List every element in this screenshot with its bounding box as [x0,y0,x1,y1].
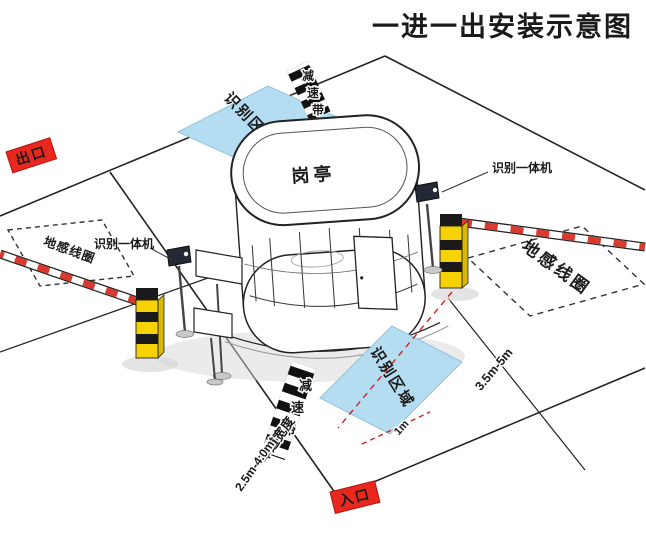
window-rail [244,251,419,274]
display-board-2 [193,307,233,339]
left-camera-lens [183,251,189,257]
booth-roof-inner [242,126,408,214]
lane-width-dimension: 车道宽度 2.5m-4.0m [231,412,300,496]
speed-bump-bottom-label: 减速带 [283,378,312,437]
booth-platform-outer [224,325,449,359]
window-mullion [269,238,275,307]
right-barrier-gate [439,214,646,289]
speed-bump-top-label: 减速带 [302,68,324,117]
diagram-title: 一进一出安装示意图 [372,11,633,42]
window-mullion [298,232,306,308]
left-camera-pole [177,265,187,333]
booth-platform-inner [232,321,441,352]
speed-bump-top: 减速带 [286,61,331,121]
entry-lane-edge [447,297,586,471]
right-barrier-cabinet-cap [440,214,462,226]
speed-bump-bottom: 减速带 [261,360,316,461]
left-camera-label: 识别一体机 [94,236,154,251]
window-mullion [251,245,257,302]
display-base-1 [212,372,232,380]
boundary-ne [384,55,646,191]
exit-lane-edge [0,267,237,353]
left-barrier-cabinet-body [135,299,159,359]
booth-door-frame [353,235,398,311]
window-mullion [328,227,336,308]
window-sill [249,283,418,307]
left-barrier-gate [0,249,165,359]
recognition-zone-bottom: 识别区域 1m [319,291,463,445]
booth-roof-outer [230,114,421,227]
ground-coil-right-label: 地感线圈 [518,236,594,299]
speed-bump-bottom-stripes [261,360,316,461]
entrance-badge: 入口 [329,480,381,514]
recognition-zone-bottom-area [319,325,463,435]
exit-badge: 出口 [5,137,58,174]
guard-booth: 岗亭 [224,114,449,359]
display-pole-2 [210,337,216,381]
right-barrier-arm-stripes [458,218,646,251]
display-base-2 [206,378,224,386]
right-barrier-cabinet-side [461,220,469,289]
right-barrier-cabinet-body [439,225,463,289]
booth-door [353,235,398,311]
left-barrier-shadow [122,356,178,372]
booth-wall-left [234,192,245,307]
left-camera-leader-line [149,247,173,261]
ground-coil-left-label: 地感线圈 [42,233,98,266]
right-camera-base [423,266,443,274]
window-mullion [407,234,413,293]
booth-desk [290,250,344,268]
left-barrier-cabinet-cap [136,288,158,300]
right-camera-leader-line [441,171,489,193]
display-boards [193,249,243,386]
booth-label: 岗亭 [291,162,336,186]
left-barrier-arm-stripes [0,250,142,306]
coil-distance-label: 3.5m-5m [472,345,515,393]
left-barrier-cabinet-side [157,294,165,359]
entrance-badge-label: 入口 [338,485,373,508]
dim-line-offset [361,411,431,445]
right-camera-lens [432,187,438,193]
booth-door-handle [360,276,364,280]
left-recognition-camera: 识别一体机 [94,236,195,338]
entrance-badge-box [329,480,381,514]
right-barrier-band-2 [440,262,462,272]
dim-line-coil-distance [337,291,453,429]
right-barrier-band-1 [440,240,462,250]
right-recognition-camera: 识别一体机 [414,160,552,274]
left-camera-head [166,245,192,267]
ground-coil-left-outline [6,219,136,287]
right-camera-pole [425,203,435,269]
left-barrier-band-1 [136,312,158,322]
right-camera-head [414,181,440,203]
display-board-1 [195,249,243,285]
speed-bump-top-stripes [286,61,331,121]
right-barrier-shadow [431,287,479,301]
left-barrier-band-2 [136,334,158,344]
exit-badge-box [5,137,58,174]
lane-width-value: 2.5m-4.0m [232,438,277,494]
right-camera-label: 识别一体机 [492,160,552,175]
boundary-se [337,367,646,498]
left-camera-base [175,330,195,338]
